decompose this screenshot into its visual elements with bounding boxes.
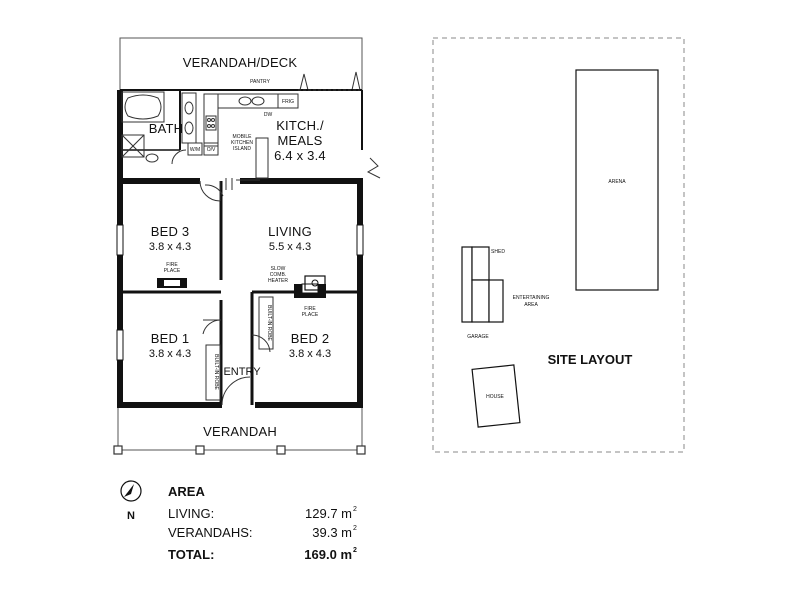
area-verandahs-value: 39.3 m (312, 525, 352, 540)
room-kitchen-dims: 6.4 x 3.4 (274, 148, 326, 163)
room-kitchen-label-2: MEALS (277, 133, 322, 148)
area-verandahs-sup: 2 (353, 525, 357, 532)
room-bed1-label: BED 1 (151, 331, 190, 346)
windows (116, 224, 364, 361)
room-bed1-dims: 3.8 x 4.3 (149, 348, 191, 360)
entertaining-label-2: AREA (524, 302, 538, 308)
entry-label: ENTRY (223, 366, 261, 378)
built-in-robe-bed1-label: BUILT-IN ROBE (213, 354, 219, 390)
slow-combustion-label-2: COMB. (270, 272, 286, 278)
oven-label: O/V (207, 147, 216, 153)
washing-machine-label: W/M (190, 147, 200, 153)
mobile-island-label-1: MOBILE (233, 134, 253, 140)
room-bed3-label: BED 3 (151, 224, 190, 239)
arena-label: ARENA (608, 179, 626, 185)
north-label: N (127, 510, 135, 522)
verandah-outline (117, 405, 363, 451)
dishwasher-label: DW (264, 112, 273, 118)
bed2-fireplace-label-2: PLACE (302, 312, 319, 318)
area-total-value: 169.0 m (304, 547, 352, 562)
area-living-value: 129.7 m (305, 506, 352, 521)
room-living-label: LIVING (268, 224, 312, 239)
door-swings (171, 149, 381, 406)
area-title: AREA (168, 484, 205, 499)
verandah-deck-outline (119, 37, 363, 90)
bed2-fireplace-label-1: FIRE (304, 306, 316, 312)
outbuildings (461, 246, 521, 428)
room-bed2-dims: 3.8 x 4.3 (289, 348, 331, 360)
arena-outline (575, 69, 659, 291)
bed3-fireplace-label-1: FIRE (166, 262, 178, 268)
area-living-label: LIVING: (168, 506, 214, 521)
verandah-deck-label: VERANDAH/DECK (183, 55, 298, 70)
shed-label: SHED (491, 249, 505, 255)
verandah-posts (113, 445, 366, 455)
built-in-robe-bed2-label: BUILT-IN ROBE (266, 305, 272, 341)
pantry-label: PANTRY (250, 79, 270, 85)
entertaining-label-1: ENTERTAINING (513, 295, 550, 301)
bed3-fireplace-label-2: PLACE (164, 268, 181, 274)
room-bed3-dims: 3.8 x 4.3 (149, 241, 191, 253)
garage-label: GARAGE (467, 334, 489, 340)
slow-combustion-label-1: SLOW (271, 266, 286, 272)
kitchen-fixtures (187, 89, 360, 190)
fireplace-bed3 (157, 278, 187, 288)
area-total-sup: 2 (353, 547, 357, 554)
area-living-sup: 2 (353, 506, 357, 513)
built-in-robes (205, 296, 274, 401)
room-bed2-label: BED 2 (291, 331, 330, 346)
room-bath-label: BATH (149, 121, 184, 136)
verandah-label: VERANDAH (203, 424, 277, 439)
area-total-label: TOTAL: (168, 547, 214, 562)
room-kitchen-label: KITCH./ (276, 118, 324, 133)
deck-steps (299, 71, 361, 91)
room-living-dims: 5.5 x 4.3 (269, 241, 311, 253)
site-layout-title: SITE LAYOUT (548, 352, 633, 367)
slow-combustion-label-3: HEATER (268, 278, 288, 284)
north-arrow-icon (120, 480, 142, 502)
area-verandahs-label: VERANDAHS: (168, 525, 253, 540)
fireplace-bed2 (294, 275, 326, 298)
fridge-label: FRIG (282, 99, 294, 105)
house-label: HOUSE (486, 394, 504, 400)
mobile-island-label-2: KITCHEN (231, 140, 253, 146)
mobile-island-label-3: ISLAND (233, 146, 251, 152)
